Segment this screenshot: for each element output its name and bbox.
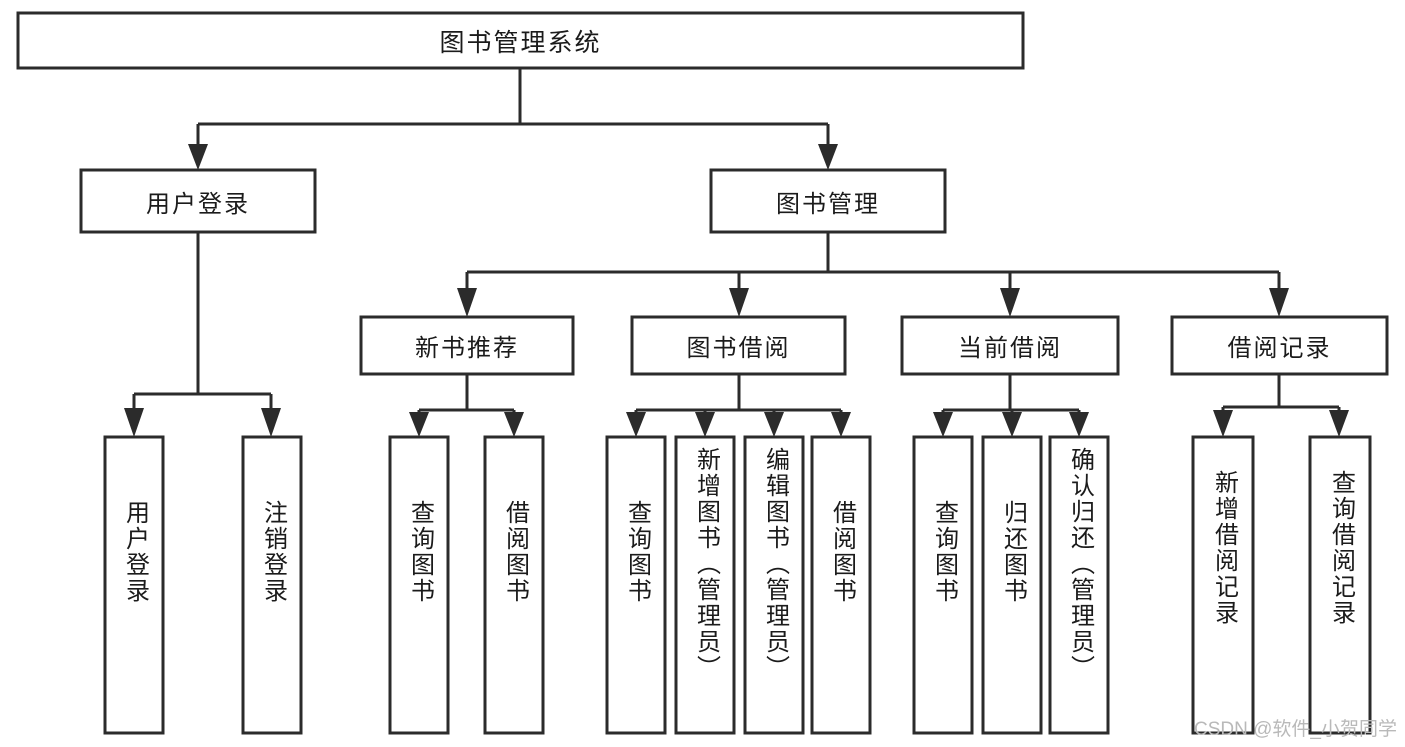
leaf-box-new-book-0[interactable] — [388, 435, 450, 735]
arrow-head-br-leaf1 — [1213, 410, 1233, 437]
leaf-box-borrow-record-1[interactable] — [1308, 435, 1372, 735]
connector-group-user-login — [124, 232, 281, 437]
node-box-current-borrow[interactable] — [900, 315, 1120, 376]
connector-group-new-book — [409, 374, 524, 437]
arrow-head-bb-leaf2 — [695, 412, 715, 437]
arrow-head-ul-leaf1 — [124, 408, 144, 437]
leaf-box-book-borrow-0[interactable] — [605, 435, 667, 735]
arrow-head-cb-leaf1 — [933, 412, 953, 437]
leaf-box-user-login-1[interactable] — [241, 435, 303, 735]
node-box-new-book-recommend[interactable] — [359, 315, 575, 376]
leaf-box-new-book-1[interactable] — [483, 435, 545, 735]
leaf-box-user-login-0[interactable] — [103, 435, 165, 735]
node-box-book-management[interactable] — [709, 168, 947, 234]
node-box-root[interactable] — [16, 11, 1025, 70]
arrow-head-cb-leaf3 — [1069, 412, 1089, 437]
leaf-box-borrow-record-0[interactable] — [1191, 435, 1255, 735]
arrow-head-br-leaf2 — [1329, 410, 1349, 437]
arrow-head-nb-leaf1 — [409, 412, 429, 437]
arrow-head-new-book — [457, 288, 477, 317]
leaf-box-current-borrow-0[interactable] — [912, 435, 974, 735]
leaf-box-current-borrow-1[interactable] — [981, 435, 1043, 735]
leaf-box-book-borrow-3[interactable] — [810, 435, 872, 735]
arrow-head-nb-leaf2 — [504, 412, 524, 437]
connector-group-root — [188, 68, 838, 170]
node-box-book-borrow[interactable] — [630, 315, 847, 376]
arrow-head-bb-leaf4 — [831, 412, 851, 437]
arrow-head-borrow-record — [1269, 288, 1289, 317]
leaf-box-current-borrow-2[interactable] — [1048, 435, 1110, 735]
arrow-head-user-login — [188, 144, 208, 170]
connector-group-book-borrow — [626, 374, 851, 437]
connector-group-book-mgmt — [457, 232, 1289, 317]
leaf-box-book-borrow-1[interactable] — [674, 435, 736, 735]
node-box-borrow-record[interactable] — [1170, 315, 1389, 376]
connector-group-current-borrow — [933, 374, 1089, 437]
connector-group-borrow-record — [1213, 374, 1349, 437]
arrow-head-cb-leaf2 — [1002, 412, 1022, 437]
arrow-head-bb-leaf3 — [764, 412, 784, 437]
leaf-box-book-borrow-2[interactable] — [743, 435, 805, 735]
arrow-head-current-borrow — [1000, 288, 1020, 317]
node-box-user-login[interactable] — [79, 168, 317, 234]
arrow-head-ul-leaf2 — [261, 408, 281, 437]
arrow-head-bb-leaf1 — [626, 412, 646, 437]
arrow-head-book-borrow — [729, 288, 749, 317]
arrow-head-book-mgmt — [818, 144, 838, 170]
